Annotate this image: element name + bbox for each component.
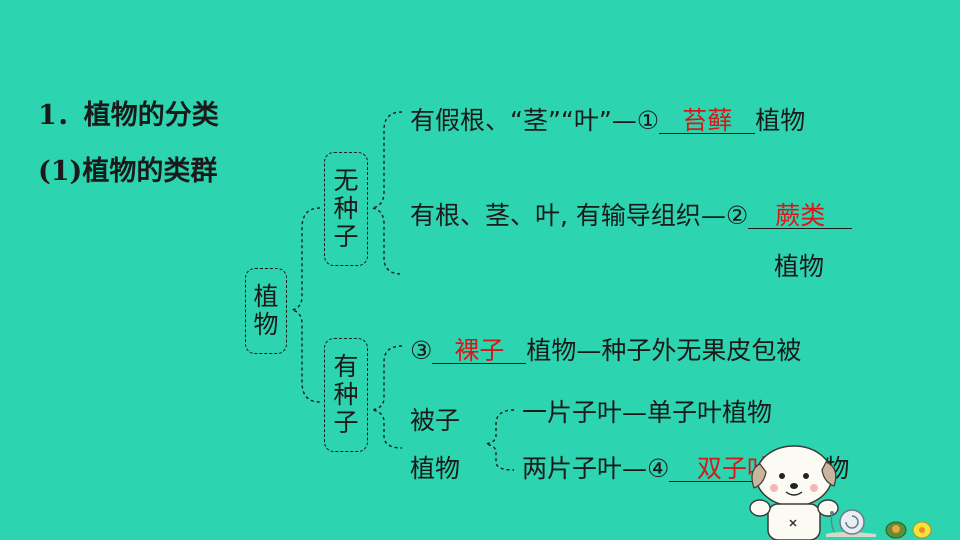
heading-plant-groups: (1)植物的类群 bbox=[38, 156, 218, 187]
dog-mascot-icon bbox=[749, 445, 839, 540]
seed-char-1: 有 bbox=[333, 352, 359, 381]
snail-icon bbox=[826, 509, 876, 537]
no-seed-char-2: 种 bbox=[333, 194, 359, 223]
answer-fern: 蕨类 bbox=[775, 201, 826, 230]
row3-suffix: 植物—种子外无果皮包被 bbox=[526, 336, 802, 365]
row3-prefix: ③ bbox=[410, 336, 433, 365]
row2-prefix: 有根、茎、叶, 有输导组织—② bbox=[410, 201, 749, 230]
decorative-plant-icon bbox=[885, 521, 932, 539]
answer-bryophyte: 苔藓 bbox=[682, 106, 733, 135]
row-fern: 有根、茎、叶, 有输导组织—② 蕨类 bbox=[410, 201, 853, 230]
root-char-1: 植 bbox=[253, 282, 279, 311]
root-char-2: 物 bbox=[253, 310, 279, 339]
angiosperm-brace bbox=[485, 409, 515, 471]
no-seed-char-1: 无 bbox=[333, 166, 359, 195]
no-seed-box: 无 种 子 bbox=[324, 152, 368, 266]
heading-classification: 1．植物的分类 bbox=[38, 100, 219, 131]
answer-gymnosperm: 裸子 bbox=[454, 336, 505, 365]
seed-brace bbox=[371, 345, 403, 449]
root-brace bbox=[291, 207, 321, 403]
row-bryophyte: 有假根、“茎”“叶”—① 苔藓植物 bbox=[410, 108, 805, 134]
angiosperm-label-1: 被子 bbox=[410, 406, 461, 435]
row1-prefix: 有假根、“茎”“叶”—① bbox=[410, 106, 660, 135]
seed-box: 有 种 子 bbox=[324, 338, 368, 452]
plant-root-box: 植 物 bbox=[245, 268, 287, 354]
no-seed-brace bbox=[371, 111, 403, 275]
row-monocot: 一片子叶—单子叶植物 bbox=[522, 398, 773, 427]
row2-suffix: 植物 bbox=[774, 252, 825, 281]
angiosperm-label-2: 植物 bbox=[410, 454, 461, 483]
row1-suffix: 植物 bbox=[755, 106, 806, 135]
row-gymnosperm: ③ 裸子植物—种子外无果皮包被 bbox=[410, 338, 801, 364]
seed-char-2: 种 bbox=[333, 380, 359, 409]
seed-char-3: 子 bbox=[333, 408, 359, 437]
no-seed-char-3: 子 bbox=[333, 222, 359, 251]
row5-prefix: 两片子叶—④ bbox=[522, 454, 670, 483]
